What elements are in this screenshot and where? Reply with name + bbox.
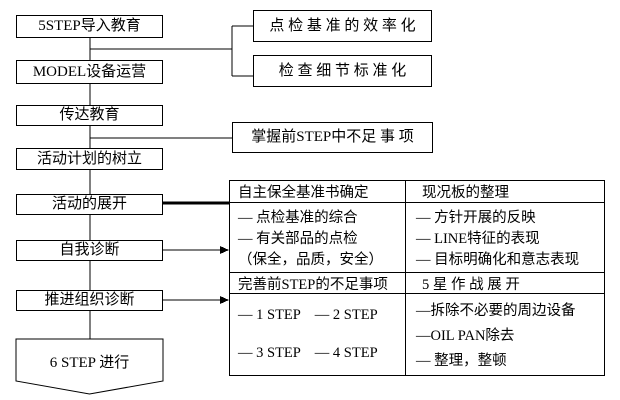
- table-cell-step-list: — 1 STEP — 2 STEP — 3 STEP — 4 STEP: [230, 294, 406, 375]
- callout-label: 检 查 细 节 标 准 化: [278, 62, 407, 79]
- step-label: 推进组织诊断: [44, 292, 135, 308]
- step-label: 活动计划的树立: [36, 150, 142, 167]
- step-label: 5STEP导入教育: [38, 18, 141, 34]
- callout-check-standardization: 检 查 细 节 标 准 化: [253, 55, 432, 87]
- callout-label: 掌握前STEP中不足 事 项: [251, 129, 414, 145]
- table-item: —OIL PAN除去: [416, 328, 515, 344]
- table-header-prevstep-fix: 完善前STEP的不足事项: [230, 273, 406, 294]
- detail-table: 自主保全基准书确定 现况板的整理 — 点检基准的综合 — 有关部品的点检 （保全…: [229, 180, 605, 376]
- table-item: — 有关部品的点检: [238, 231, 358, 247]
- step-label: 自我诊断: [59, 242, 120, 258]
- step-box-relay-training: 传达教育: [16, 105, 163, 126]
- table-item: — 3 STEP — 4 STEP: [238, 344, 378, 361]
- step-box-activity-deploy: 活动的展开: [16, 194, 163, 215]
- step-box-self-diagnosis: 自我诊断: [16, 240, 163, 261]
- table-cell-5star-items: —拆除不必要的周边设备 —OIL PAN除去 — 整理，整顿: [406, 294, 604, 375]
- table-item: — 点检基准的综合: [238, 210, 358, 226]
- table-item: — 整理，整顿: [416, 353, 507, 369]
- table-item: — 目标明确化和意志表现: [416, 252, 580, 268]
- step-label: MODEL设备运营: [32, 63, 147, 80]
- callout-inspection-efficiency: 点 检 基 准 的 效 率 化: [253, 10, 432, 42]
- table-item: — 方针开展的反映: [416, 210, 536, 226]
- table-header-jishu: 自主保全基准书确定: [230, 181, 406, 203]
- table-item: — LINE特征的表现: [416, 231, 540, 247]
- callout-prev-step-gaps: 掌握前STEP中不足 事 项: [232, 122, 433, 153]
- table-header-text: 完善前STEP的不足事项: [238, 276, 388, 293]
- step-label: 传达教育: [59, 107, 120, 123]
- table-item: —拆除不必要的周边设备: [416, 303, 576, 319]
- step-box-model-device: MODEL设备运营: [16, 60, 163, 84]
- table-item: （保全，品质，安全）: [238, 252, 383, 268]
- terminal-pentagon-shape: [15, 338, 164, 395]
- table-cell-board-items: — 方针开展的反映 — LINE特征的表现 — 目标明确化和意志表现: [406, 203, 604, 273]
- step-box-org-diagnosis: 推进组织诊断: [16, 290, 163, 311]
- table-item: — 1 STEP — 2 STEP: [238, 307, 378, 324]
- table-header-5star: 5 星 作 战 展 开: [406, 273, 604, 294]
- table-header-text: 自主保全基准书确定: [238, 185, 369, 201]
- callout-label: 点 检 基 准 的 效 率 化: [269, 17, 416, 34]
- table-cell-standards-items: — 点检基准的综合 — 有关部品的点检 （保全，品质，安全）: [230, 203, 406, 273]
- table-header-board: 现况板的整理: [406, 181, 604, 203]
- terminal-label: 6 STEP 进行: [49, 354, 130, 371]
- table-header-text: 现况板的整理: [422, 185, 509, 201]
- step-label: 活动的展开: [51, 196, 127, 212]
- step-box-5step-intro: 5STEP导入教育: [16, 15, 163, 38]
- step-box-activity-plan: 活动计划的树立: [16, 148, 163, 170]
- terminal-label-6step: 6 STEP 进行: [16, 339, 163, 383]
- table-header-text: 5 星 作 战 展 开: [422, 276, 520, 293]
